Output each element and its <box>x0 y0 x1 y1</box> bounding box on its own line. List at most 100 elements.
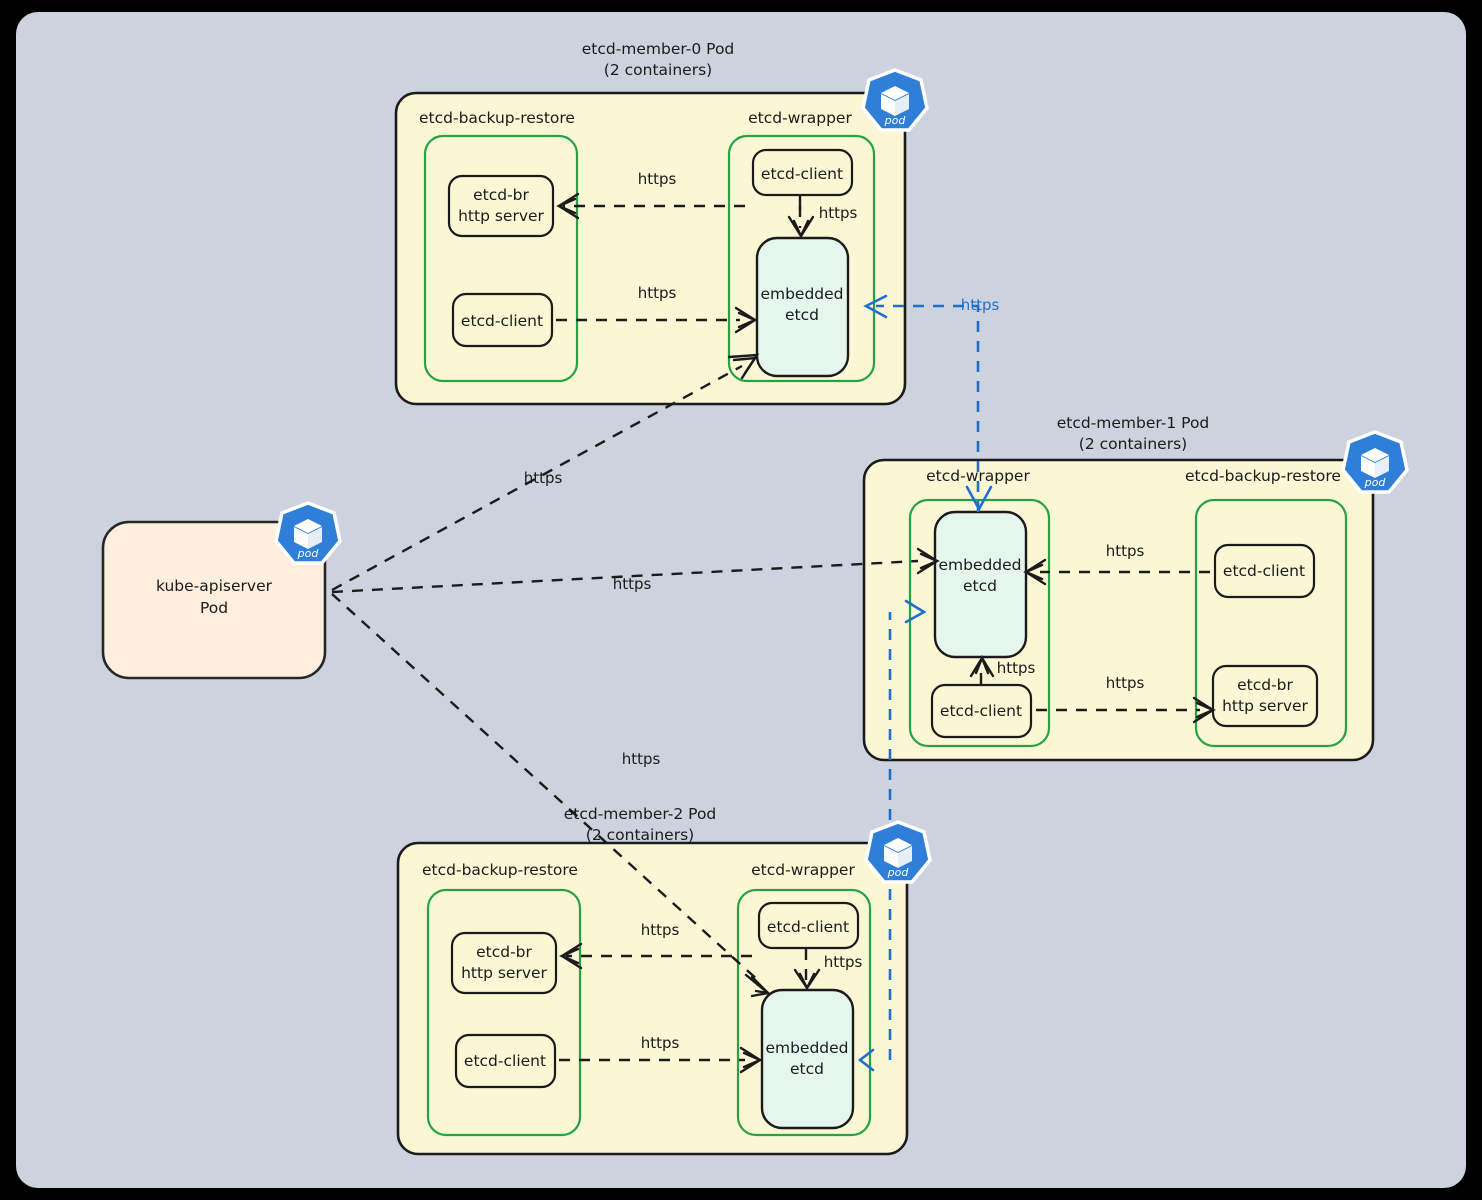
pod-1-node-etcd-br-http-server-line2: http server <box>1222 697 1308 715</box>
pod-1-edge-label-2: https <box>997 659 1036 677</box>
pod-2-title-line1: etcd-member-2 Pod <box>564 805 717 823</box>
pod-1-node-etcd-br-http-server-line1: etcd-br <box>1237 676 1293 694</box>
pod-2-node-etcd-br-http-server-line2: http server <box>461 964 547 982</box>
pod-2-node-etcd-br-http-server[interactable] <box>450 931 558 995</box>
edge-label-apiserver-member-1: https <box>613 575 652 593</box>
pod-2-container-wrapper[interactable] <box>736 888 872 1137</box>
pod-2-node-etcd-client-wrapper-label: etcd-client <box>767 918 849 936</box>
k8s-cube-left-apiserver <box>294 527 308 549</box>
pod-2-k8s-icon: pod <box>864 820 932 884</box>
pod-0-container-1-label: etcd-wrapper <box>748 109 852 127</box>
pod-0-edge-label-0: https <box>638 170 677 188</box>
pod-2-node-embedded-etcd-line2: etcd <box>790 1060 824 1078</box>
peer-edge-member1-to-member0 <box>876 304 980 512</box>
edge-apiserver-to-member-0 <box>331 364 743 592</box>
kube-apiserver-pod-box[interactable] <box>101 520 327 680</box>
pod-0-container-0-label: etcd-backup-restore <box>419 109 575 127</box>
pod-2-node-embedded-etcd-line1: embedded <box>765 1039 848 1057</box>
pod-1-node-etcd-br-http-server[interactable] <box>1211 664 1319 728</box>
pod-1-arrow-etcd-in-2 <box>1023 563 1044 581</box>
pod-1-container-0-label: etcd-wrapper <box>926 467 1030 485</box>
pod-1-node-etcd-client-br-label: etcd-client <box>1223 562 1305 580</box>
pod-1-arrow-br-http-2 <box>1195 701 1216 719</box>
pod-0-node-etcd-br-http-server[interactable] <box>447 174 555 238</box>
pod-2-edge-label-0: https <box>641 921 680 939</box>
edge-apiserver-to-member-1 <box>331 559 919 594</box>
pod-2-title-line2: (2 containers) <box>586 826 694 844</box>
pod-1-k8s-icon: pod <box>1341 430 1409 494</box>
pod-0-node-etcd-br-http-server-line1: etcd-br <box>473 186 529 204</box>
edge-label-apiserver-member-2: https <box>622 750 661 768</box>
pod-2-arrow-down-2 <box>798 972 816 991</box>
pod-2-node-etcd-client-br-label: etcd-client <box>464 1052 546 1070</box>
pod-2-container-0-label: etcd-backup-restore <box>422 861 578 879</box>
k8s-cube-right-pod-1 <box>1375 456 1389 478</box>
peer-arrow-member1-down <box>965 485 993 512</box>
pod-0-edge-label-1: https <box>638 284 677 302</box>
pod-1-edge-label-0: https <box>1106 542 1145 560</box>
k8s-cube-right-pod-2 <box>898 846 912 868</box>
pod-1-node-embedded-etcd-line2: etcd <box>963 577 997 595</box>
pod-0-node-embedded-etcd-line2: etcd <box>785 306 819 324</box>
pod-1-title-line2: (2 containers) <box>1079 435 1187 453</box>
pod-1-node-etcd-client-wrapper-label: etcd-client <box>940 702 1022 720</box>
k8s-cube-top-pod-0 <box>881 86 909 100</box>
pod-1-edge-label-1: https <box>1106 674 1145 692</box>
pod-2-container-backup-restore[interactable] <box>426 888 582 1137</box>
pod-0-edge-label-2: https <box>819 204 858 222</box>
pod-0-title-line2: (2 containers) <box>604 61 712 79</box>
pod-0-node-etcd-br-http-server-line2: http server <box>458 207 544 225</box>
k8s-cube-left-pod-1 <box>1361 456 1375 478</box>
k8s-cube-top-pod-2 <box>884 838 912 852</box>
k8s-cube-top-apiserver <box>294 519 322 533</box>
k8s-icon-label-pod-0: pod <box>884 114 907 127</box>
pod-1-container-1-label: etcd-backup-restore <box>1185 467 1341 485</box>
pod-1-arrow-up-2 <box>974 654 990 675</box>
pod-0-arrow-down-2 <box>792 219 810 239</box>
pod-0-node-embedded-etcd[interactable] <box>755 236 850 378</box>
pod-0-node-etcd-client-br[interactable] <box>451 292 554 348</box>
pod-2-arrow-br-http-2 <box>559 947 580 965</box>
pod-0-node-etcd-client-wrapper-label: etcd-client <box>761 165 843 183</box>
k8s-icon-label-pod-2: pod <box>887 866 910 879</box>
arrow-apiserver-member-2b <box>750 975 772 995</box>
k8s-cube-left-pod-0 <box>881 94 895 116</box>
arrow-apiserver-member-0b <box>732 356 758 375</box>
peer-arrow-member1-in <box>904 599 927 624</box>
pod-0-k8s-icon: pod <box>861 68 929 132</box>
pod-2-edge-label-2: https <box>824 953 863 971</box>
pod-0-arrow-br-http-2 <box>556 197 577 215</box>
k8s-icon-label-apiserver: pod <box>297 547 320 560</box>
pod-0-node-etcd-client-wrapper[interactable] <box>751 148 854 197</box>
pod-2-node-etcd-client-br[interactable] <box>454 1033 557 1089</box>
arrow-apiserver-member-1b <box>919 552 940 570</box>
k8s-cube-left-pod-2 <box>884 846 898 868</box>
k8s-icon-label-pod-1: pod <box>1364 476 1387 489</box>
edge-apiserver-to-member-2 <box>331 593 761 983</box>
pod-0-node-etcd-client-br-label: etcd-client <box>461 312 543 330</box>
pod-1-node-etcd-client-wrapper[interactable] <box>930 683 1033 739</box>
peer-edge-label-0: https <box>961 296 1000 314</box>
pod-2-edge-label-1: https <box>641 1034 680 1052</box>
k8s-cube-top-pod-1 <box>1361 448 1389 462</box>
pod-1-container-backup-restore[interactable] <box>1194 498 1348 748</box>
peer-arrow-member2-in <box>857 1048 875 1072</box>
k8s-cube-right-apiserver <box>308 527 322 549</box>
pod-1-node-etcd-client-br[interactable] <box>1213 543 1316 599</box>
pod-0-container-wrapper[interactable] <box>727 134 876 383</box>
pod-2-arrow-etcd-in-2 <box>742 1051 763 1069</box>
pod-2-node-etcd-client-wrapper[interactable] <box>757 901 860 950</box>
kube-apiserver-pod-icon: pod <box>274 501 342 565</box>
pod-2-container-1-label: etcd-wrapper <box>751 861 855 879</box>
pod-2-node-embedded-etcd[interactable] <box>760 988 855 1130</box>
pod-1-container-wrapper[interactable] <box>908 498 1051 748</box>
pod-2-node-etcd-br-http-server-line1: etcd-br <box>476 943 532 961</box>
pod-0-container-backup-restore[interactable] <box>423 134 579 383</box>
kube-apiserver-label-line2: Pod <box>200 599 228 617</box>
pod-1-node-embedded-etcd[interactable] <box>933 510 1028 659</box>
kube-apiserver-label-line1: kube-apiserver <box>156 577 273 595</box>
pod-0-node-embedded-etcd-line1: embedded <box>760 285 843 303</box>
pod-1-title-line1: etcd-member-1 Pod <box>1057 414 1210 432</box>
